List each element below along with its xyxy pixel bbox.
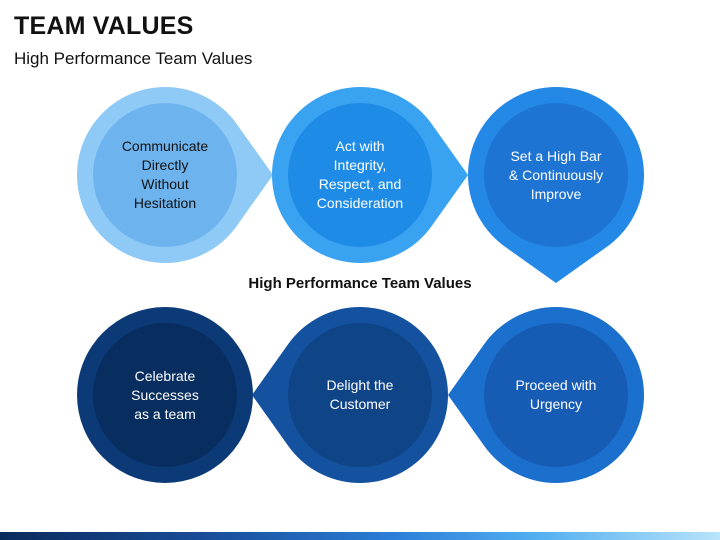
- value-node-2-inner: [288, 103, 432, 247]
- value-node-4-inner: [484, 323, 628, 467]
- footer-gradient-bar: [0, 532, 720, 540]
- value-node-3-label: Set a High Bar & Continuously Improve: [508, 147, 604, 202]
- diagram-center-label: High Performance Team Values: [248, 275, 472, 292]
- slide-subtitle: High Performance Team Values: [14, 49, 253, 68]
- value-node-6-inner: [93, 323, 237, 467]
- value-node-2-label: Act with Integrity, Respect, and Conside…: [316, 138, 404, 211]
- slide-title: TEAM VALUES: [14, 12, 194, 40]
- value-node-3-inner: [484, 103, 628, 247]
- value-node-5-label: Delight the Customer: [326, 377, 394, 412]
- value-node-4-label: Proceed with Urgency: [515, 377, 597, 412]
- value-node-1-inner: [93, 103, 237, 247]
- value-node-5-inner: [288, 323, 432, 467]
- value-node-6-label: Celebrate Successes as a team: [131, 367, 199, 422]
- value-node-1-label: Communicate Directly Without Hesitation: [121, 138, 209, 211]
